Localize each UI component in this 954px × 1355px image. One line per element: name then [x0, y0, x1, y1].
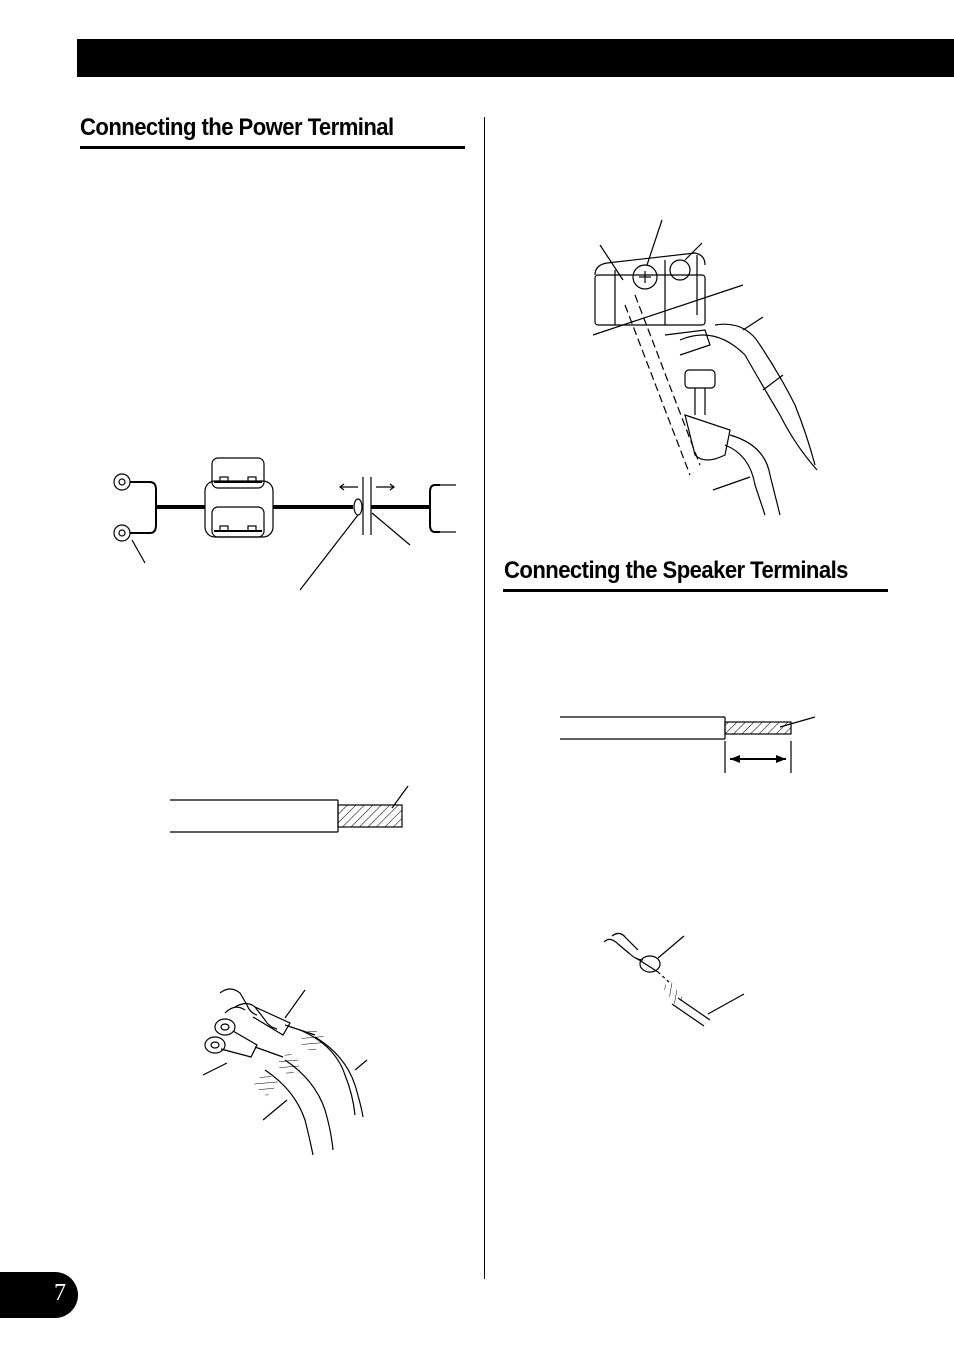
crimp-terminals-figure [202, 988, 368, 1156]
fuse-holder-wiring-figure [113, 457, 456, 591]
column-divider [484, 117, 485, 1279]
header-bar [77, 39, 954, 77]
section-title-speaker-terminals: Connecting the Speaker Terminals [504, 557, 848, 584]
section-rule-speaker [503, 589, 888, 592]
speaker-terminal-figure [603, 932, 745, 1027]
section-title-power-terminal: Connecting the Power Terminal [80, 114, 394, 141]
terminal-block-figure [592, 219, 818, 516]
page-number-tab [0, 1272, 78, 1318]
stripped-wire-figure [170, 785, 409, 833]
page-number: 7 [54, 1280, 66, 1306]
section-rule-power [80, 146, 465, 149]
speaker-wire-strip-figure [560, 716, 816, 773]
